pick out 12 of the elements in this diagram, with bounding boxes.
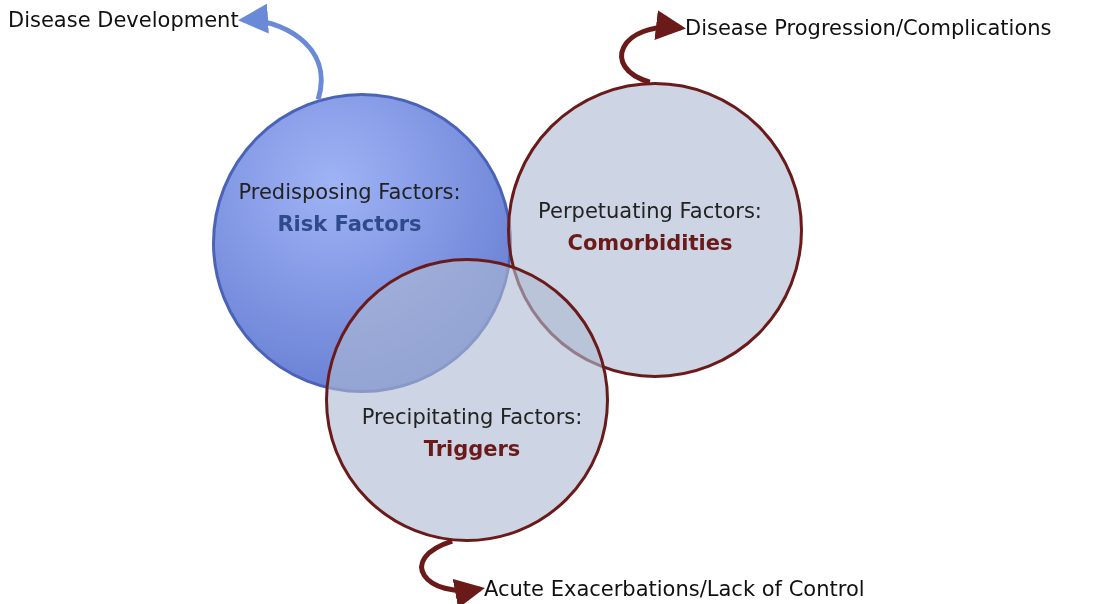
factor-heading: Perpetuating Factors: xyxy=(538,199,762,223)
factor-name: Triggers xyxy=(423,437,521,461)
curved-arrow xyxy=(419,538,485,604)
factor-heading: Predisposing Factors: xyxy=(238,180,461,204)
outcome-label: Disease Development xyxy=(8,8,239,32)
factor-heading: Precipitating Factors: xyxy=(361,405,583,429)
curved-arrow xyxy=(619,11,686,85)
factor-name: Risk Factors xyxy=(277,212,422,236)
factor-name: Comorbidities xyxy=(567,231,733,255)
outcome-label: Acute Exacerbations/Lack of Control xyxy=(484,577,865,601)
outcome-label: Disease Progression/Complications xyxy=(685,16,1052,40)
curved-arrow xyxy=(238,5,324,101)
